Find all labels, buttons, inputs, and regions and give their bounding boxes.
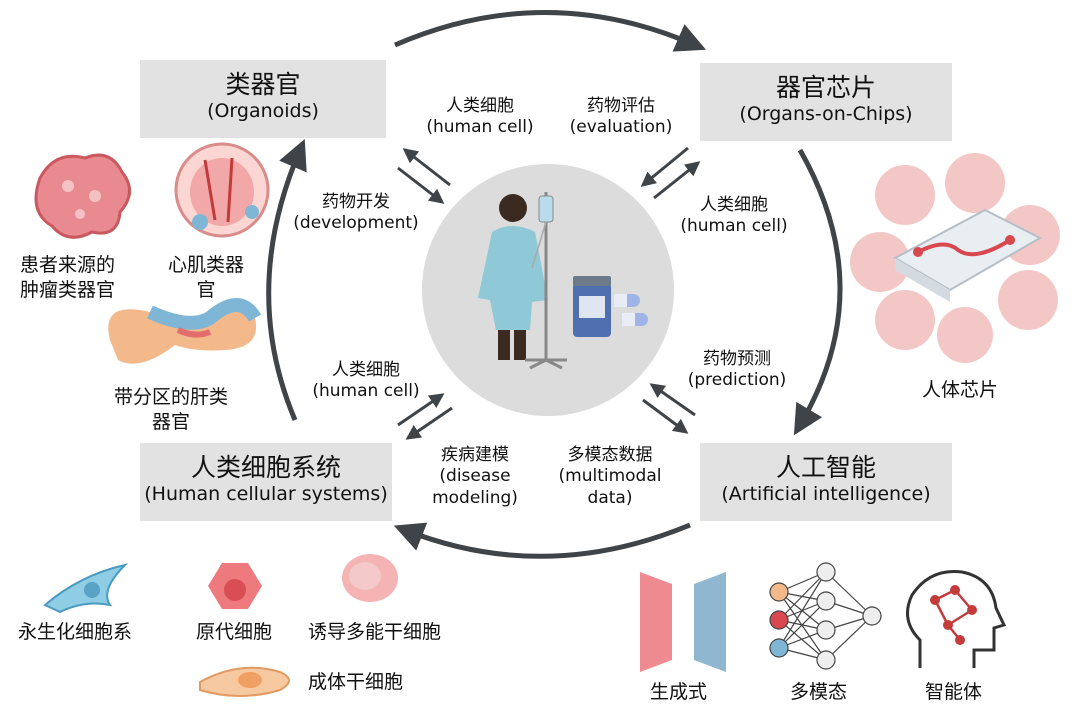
immortalized-nucleus	[84, 582, 100, 598]
caption-generative: 生成式	[650, 681, 708, 703]
human-cellular-title-zh: 人类细胞系统	[190, 453, 341, 482]
label-prediction: 药物预测 (prediction)	[672, 349, 802, 392]
organ-chip-icon	[850, 153, 1060, 363]
organoids-title-zh: 类器官	[225, 70, 301, 99]
caption-agent: 智能体	[925, 681, 983, 703]
label-human-cell-left-lower: 人类细胞 (human cell)	[296, 360, 436, 403]
primary-cell-icon	[208, 563, 262, 609]
caption-line: 患者来源的	[20, 254, 116, 276]
label-en: (development)	[293, 213, 419, 234]
cycle-arrow-left	[266, 138, 307, 421]
label-zh: 人类细胞	[332, 360, 400, 380]
zoned-liver-organoid-icon	[108, 298, 262, 364]
small-arrow	[649, 383, 696, 417]
label-zh: 药物开发	[322, 192, 390, 212]
caption-line: 器官	[152, 410, 191, 433]
label-zh: 药物预测	[703, 349, 771, 369]
caption-liver-organoid: 带分区的肝类 器官	[114, 385, 228, 434]
organoids-title-en: (Organoids)	[207, 100, 319, 123]
label-zh: 疾病建模	[441, 445, 509, 465]
center-circle	[422, 164, 674, 416]
organs-on-chips-title-en: (Organs-on-Chips)	[739, 103, 913, 126]
caption-multimodal: 多模态	[790, 681, 848, 703]
small-arrow	[397, 393, 445, 427]
label-en: (disease	[439, 466, 511, 487]
patient-iv-icon	[478, 192, 567, 370]
neural-network-icon	[769, 562, 882, 670]
label-multimodal-data: 多模态数据 (multimodal data)	[540, 445, 680, 509]
tumor-organoid-icon	[34, 153, 131, 239]
caption-cardiac-organoid: 心肌类器 官	[168, 253, 244, 302]
human-cellular-box: 人类细胞系统 (Human cellular systems)	[140, 443, 392, 521]
small-arrow	[640, 146, 689, 187]
label-human-cell-right-upper: 人类细胞 (human cell)	[664, 195, 804, 238]
small-arrow	[405, 406, 453, 440]
caption-line: 心肌类器	[168, 254, 245, 276]
label-zh: 药物评估	[587, 96, 655, 116]
organs-on-chips-title-zh: 器官芯片	[775, 73, 876, 102]
small-arrow	[402, 148, 451, 187]
label-en: (human cell)	[680, 216, 788, 237]
caption-immortalized-cell: 永生化细胞系	[18, 621, 133, 643]
caption-tumor-organoid: 患者来源的 肿瘤类器官	[20, 253, 115, 302]
caption-primary-cell: 原代细胞	[196, 621, 273, 643]
caption-ipsc: 诱导多能干细胞	[308, 621, 442, 643]
label-en: (human cell)	[312, 381, 420, 402]
label-zh: 多模态数据	[567, 445, 653, 465]
ai-title-en: (Artificial intelligence)	[721, 483, 931, 506]
label-en: (multimodal	[558, 466, 662, 487]
ipsc-icon	[342, 554, 398, 602]
caption-line: 肿瘤类器官	[20, 278, 116, 301]
human-cellular-title-en: (Human cellular systems)	[144, 483, 388, 506]
label-en: (evaluation)	[569, 117, 673, 138]
label-disease-modeling: 疾病建模 (disease modeling)	[420, 445, 530, 509]
cardiac-organoid-icon	[174, 142, 270, 238]
adult-stem-cell-icon	[199, 666, 290, 697]
cycle-arrow-top	[394, 10, 707, 52]
small-arrow	[642, 398, 689, 434]
label-human-cell-top-left: 人类细胞 (human cell)	[412, 96, 548, 139]
small-arrow	[653, 161, 701, 200]
label-zh: 人类细胞	[446, 96, 514, 116]
caption-organ-chip: 人体芯片	[922, 379, 999, 401]
small-arrow	[397, 166, 445, 204]
label-en: modeling)	[432, 487, 518, 508]
label-en: (human cell)	[426, 117, 534, 138]
label-en: data)	[587, 487, 633, 508]
caption-line: 带分区的肝类	[114, 386, 229, 408]
label-evaluation: 药物评估 (evaluation)	[556, 96, 686, 139]
cycle-arrow-bottom	[393, 522, 691, 559]
label-zh: 人类细胞	[700, 195, 768, 215]
ai-title-zh: 人工智能	[775, 453, 876, 482]
organoids-box: 类器官 (Organoids)	[140, 60, 386, 138]
cycle-arrow-right	[793, 148, 843, 436]
caption-line: 官	[196, 278, 216, 301]
generative-model-icon	[640, 572, 726, 672]
organs-on-chips-box: 器官芯片 (Organs-on-Chips)	[700, 63, 952, 141]
label-development: 药物开发 (development)	[276, 192, 436, 235]
medication-icon	[573, 276, 648, 337]
caption-adult-stem-cell: 成体干细胞	[308, 671, 404, 693]
ai-box: 人工智能 (Artificial intelligence)	[700, 443, 952, 521]
agent-head-icon	[906, 569, 1007, 668]
label-en: (prediction)	[687, 370, 787, 391]
